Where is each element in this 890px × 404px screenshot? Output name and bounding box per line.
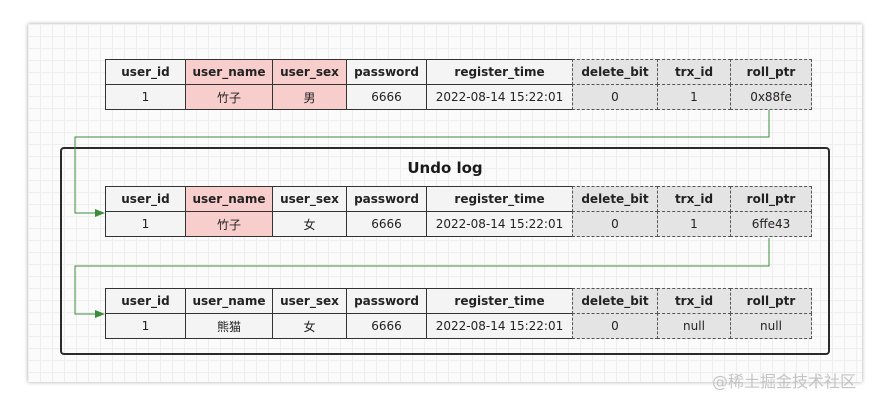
roll-ptr-arrow-1 bbox=[74, 110, 770, 217]
value-cell-delete-bit: 0 bbox=[572, 84, 658, 110]
header-cell-user-id: user_id bbox=[105, 59, 186, 85]
header-cell-password: password bbox=[346, 186, 427, 212]
header-cell-user-id: user_id bbox=[105, 186, 186, 212]
value-cell-user-sex: 男 bbox=[272, 84, 347, 110]
header-cell-delete-bit: delete_bit bbox=[572, 186, 658, 212]
value-cell-trx-id: 1 bbox=[657, 84, 731, 110]
header-cell-register-time: register_time bbox=[426, 288, 573, 314]
value-cell-user-id: 1 bbox=[105, 84, 186, 110]
value-cell-user-id: 1 bbox=[105, 313, 186, 339]
header-cell-roll-ptr: roll_ptr bbox=[730, 288, 812, 314]
header-cell-user-name: user_name bbox=[185, 186, 273, 212]
header-cell-user-sex: user_sex bbox=[272, 288, 347, 314]
header-cell-register-time: register_time bbox=[426, 186, 573, 212]
header-cell-user-sex: user_sex bbox=[272, 59, 347, 85]
value-cell-register-time: 2022-08-14 15:22:01 bbox=[426, 313, 573, 339]
header-cell-delete-bit: delete_bit bbox=[572, 288, 658, 314]
value-cell-user-name: 竹子 bbox=[185, 84, 273, 110]
value-cell-password: 6666 bbox=[346, 211, 427, 237]
header-cell-user-sex: user_sex bbox=[272, 186, 347, 212]
value-cell-delete-bit: 0 bbox=[572, 313, 658, 339]
undo-log-frame: Undo log bbox=[60, 147, 830, 355]
value-cell-user-name: 熊猫 bbox=[185, 313, 273, 339]
header-cell-roll-ptr: roll_ptr bbox=[730, 59, 812, 85]
header-cell-roll-ptr: roll_ptr bbox=[730, 186, 812, 212]
value-cell-register-time: 2022-08-14 15:22:01 bbox=[426, 211, 573, 237]
header-cell-password: password bbox=[346, 59, 427, 85]
roll-ptr-arrow-2 bbox=[74, 238, 770, 318]
header-cell-user-id: user_id bbox=[105, 288, 186, 314]
value-cell-register-time: 2022-08-14 15:22:01 bbox=[426, 84, 573, 110]
value-cell-roll-ptr: 0x88fe bbox=[730, 84, 812, 110]
value-cell-password: 6666 bbox=[346, 84, 427, 110]
header-cell-register-time: register_time bbox=[426, 59, 573, 85]
header-cell-delete-bit: delete_bit bbox=[572, 59, 658, 85]
header-cell-user-name: user_name bbox=[185, 288, 273, 314]
value-cell-user-name: 竹子 bbox=[185, 211, 273, 237]
value-cell-trx-id: null bbox=[657, 313, 731, 339]
header-cell-trx-id: trx_id bbox=[657, 186, 731, 212]
header-cell-password: password bbox=[346, 288, 427, 314]
value-cell-roll-ptr: null bbox=[730, 313, 812, 339]
header-cell-user-name: user_name bbox=[185, 59, 273, 85]
value-cell-user-sex: 女 bbox=[272, 313, 347, 339]
header-cell-trx-id: trx_id bbox=[657, 288, 731, 314]
value-cell-trx-id: 1 bbox=[657, 211, 731, 237]
value-cell-password: 6666 bbox=[346, 313, 427, 339]
header-cell-trx-id: trx_id bbox=[657, 59, 731, 85]
value-cell-roll-ptr: 6ffe43 bbox=[730, 211, 812, 237]
value-cell-delete-bit: 0 bbox=[572, 211, 658, 237]
value-cell-user-id: 1 bbox=[105, 211, 186, 237]
watermark: @稀土掘金技术社区 bbox=[712, 372, 857, 391]
undo-log-title: Undo log bbox=[407, 159, 483, 177]
value-cell-user-sex: 女 bbox=[272, 211, 347, 237]
